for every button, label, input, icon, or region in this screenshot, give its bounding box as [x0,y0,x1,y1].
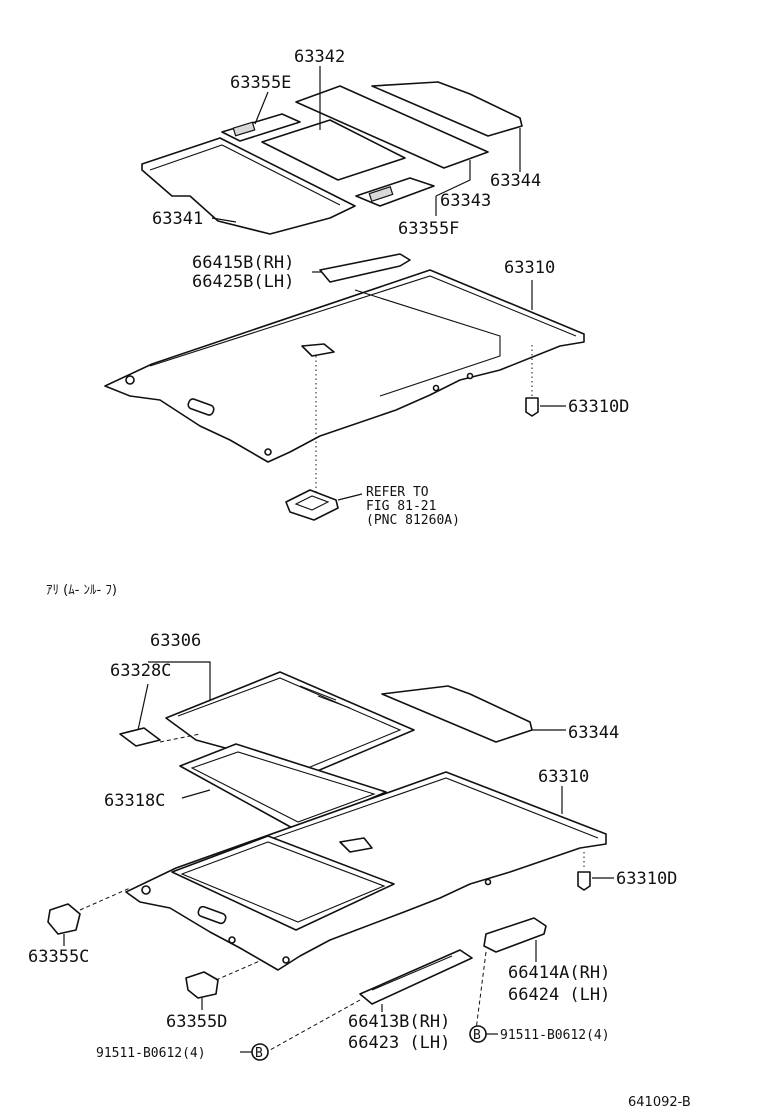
refer-line-3: (PNC 81260A) [366,513,460,528]
label-63318C: 63318C [104,791,165,811]
visor-66414A [483,917,547,953]
headliner-63310-bottom [125,771,607,971]
pad-63355E-clip [232,121,256,137]
sunroof-opening [171,835,395,931]
hole-top-2 [264,448,272,456]
pad-63355F [355,177,435,207]
label-63355E: 63355E [230,73,291,93]
label-63344-bottom: 63344 [568,723,619,743]
dome-opening-top [187,398,215,416]
headliner-63310-top-inner [354,289,501,397]
hole-bottom-4 [484,878,492,886]
sunshade-63306-detail [299,685,351,709]
map-lamp-opening-top [301,343,335,357]
label-66413B: 66413B(RH) [348,1012,450,1032]
pad-63341-edge [149,144,341,206]
refer-line-1: REFER TO [366,485,429,500]
hole-bottom-1 [141,885,151,895]
hole-bottom-3 [282,956,290,964]
cover-63355D [185,971,219,999]
label-63310-bottom: 63310 [538,767,589,787]
hole-top-1 [125,375,135,385]
visor-66413B [359,949,473,1005]
headliner-63310-top-edge [149,275,577,367]
refer-line-2: FIG 81-21 [366,499,436,514]
label-63341: 63341 [152,209,203,229]
label-66415B: 66415B(RH) [192,253,294,273]
leader-63343 [435,160,471,197]
label-63328C: 63328C [110,661,171,681]
label-63355F: 63355F [398,219,459,239]
clip-63310D-bottom [577,871,591,891]
pad-63344-bottom [381,685,533,743]
leader-refer [337,493,363,501]
cover-63355C [47,903,81,935]
dash-66413B [269,999,361,1051]
leader-63355E [254,91,269,125]
figure-id: 641092-B [628,1095,691,1110]
hole-top-4 [466,372,474,380]
label-66425B: 66425B(LH) [192,272,294,292]
dome-opening-bottom [197,905,227,925]
pad-63341 [141,137,356,235]
clip-63310D-top [525,397,539,417]
pad-63328C [119,727,161,747]
assist-grip-66415B [319,253,411,283]
hole-bottom-2 [228,936,236,944]
label-63306: 63306 [150,631,201,651]
dash-66414A [475,951,487,1031]
label-63343: 63343 [440,191,491,211]
leader-63306 [148,661,211,700]
label-63342: 63342 [294,47,345,67]
label-63344: 63344 [490,171,541,191]
hole-top-3 [432,384,440,392]
map-lamp-lens [294,495,330,511]
sunroof-opening-inner [180,841,386,923]
dash-63355C [79,887,131,911]
pad-63343 [295,85,489,169]
leader-63341 [211,217,237,223]
label-66423: 66423 (LH) [348,1033,450,1053]
label-63355C: 63355C [28,947,89,967]
label-bolt-right: 91511-B0612(4) [500,1028,610,1043]
leader-63318C [181,789,211,799]
section-caption: ｱﾘ (ﾑ- ﾝﾙ- ﾌ) [46,583,117,598]
leader-63328C [137,683,149,731]
map-lamp-opening-bottom [339,837,373,853]
label-63310-top: 63310 [504,258,555,278]
pad-63355F-clip [368,186,394,202]
label-63355D: 63355D [166,1012,227,1032]
map-lamp [285,489,339,521]
label-66424: 66424 (LH) [508,985,610,1005]
pad-63344 [371,81,523,137]
label-63310D-bottom: 63310D [616,869,677,889]
marker-b-right-text: B [473,1028,481,1043]
label-bolt-left: 91511-B0612(4) [96,1046,206,1061]
label-66414A: 66414A(RH) [508,963,610,983]
marker-b-left-text: B [255,1046,263,1061]
visor-66413B-edge [371,955,453,991]
label-63310D-top: 63310D [568,397,629,417]
pad-63342 [261,119,406,181]
headliner-63310-top [104,269,585,463]
dash-63355D [215,959,263,981]
seal-63318C-inner [190,751,376,823]
